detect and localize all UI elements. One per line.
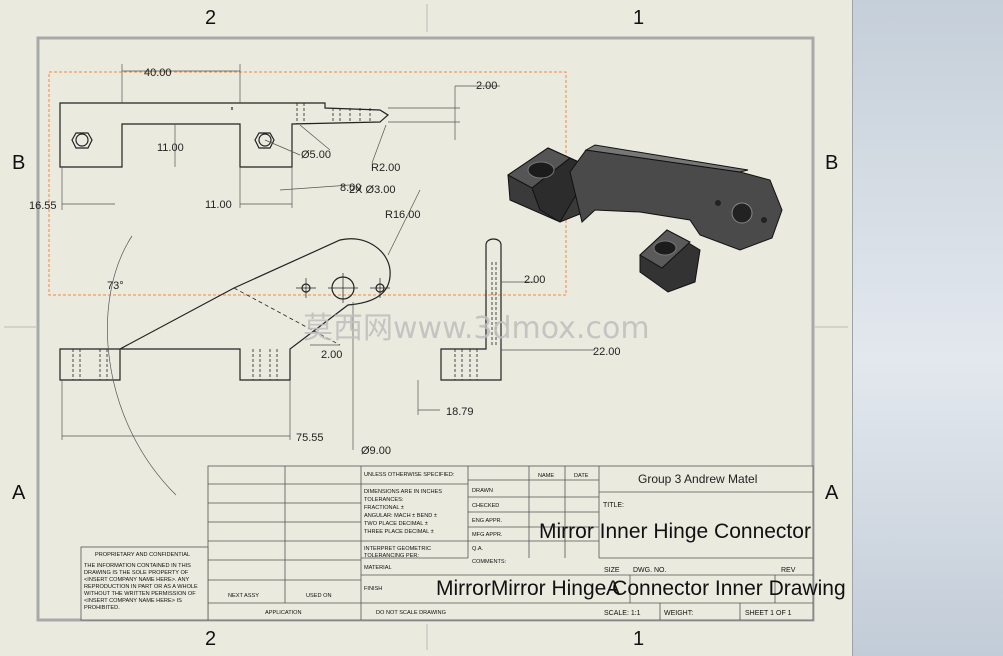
tb-material: MATERIAL — [364, 565, 392, 571]
zone-label-bottom-2: 2 — [205, 628, 217, 650]
tb-dims-0: DIMENSIONS ARE IN INCHES — [364, 489, 442, 495]
front-view-dimension-lines — [61, 189, 421, 496]
dim-40[interactable]: 40.00 — [144, 67, 172, 79]
zone-label-top-2: 2 — [205, 7, 217, 29]
tb-unless: UNLESS OTHERWISE SPECIFIED: — [364, 472, 455, 478]
prop-line-5: <INSERT COMPANY NAME HERE> IS — [84, 598, 182, 604]
tb-row-qa: Q.A. — [472, 546, 484, 552]
dim-2-side[interactable]: 2.00 — [524, 274, 545, 286]
prop-line-3: REPRODUCTION IN PART OR AS A WHOLE — [84, 584, 198, 590]
dim-r16[interactable]: R16.00 — [385, 209, 420, 221]
zone-label-left-a: A — [12, 482, 26, 504]
tb-row-eng-appr: ENG APPR. — [472, 518, 503, 524]
tb-dims-1: TOLERANCES: — [364, 497, 404, 503]
zone-label-bottom-1: 1 — [633, 628, 645, 650]
prop-heading: PROPRIETARY AND CONFIDENTIAL — [95, 552, 190, 558]
prop-line-0: THE INFORMATION CONTAINED IN THIS — [84, 563, 191, 569]
tb-rev-label: REV — [781, 567, 796, 574]
tb-next-assy: NEXT ASSY — [228, 593, 259, 599]
prop-line-2: <INSERT COMPANY NAME HERE>. ANY — [84, 577, 190, 583]
dim-8[interactable]: 8.00 — [340, 182, 361, 194]
tb-dims-2: FRACTIONAL ± — [364, 505, 404, 511]
front-view[interactable] — [59, 238, 391, 381]
side-view-dimension-lines — [417, 270, 595, 415]
dim-75-55[interactable]: 75.55 — [296, 432, 324, 444]
isometric-view[interactable] — [507, 144, 783, 293]
tb-dims-5: THREE PLACE DECIMAL ± — [364, 529, 434, 535]
task-pane-background — [852, 0, 1003, 656]
dim-2x-dia-3[interactable]: 2X Ø3.00 — [349, 184, 395, 196]
dim-dia-5[interactable]: Ø5.00 — [301, 149, 331, 161]
prop-line-1: DRAWING IS THE SOLE PROPERTY OF — [84, 570, 189, 576]
tb-size-label: SIZE — [604, 567, 620, 574]
tb-dwg-number[interactable]: MirrorMirror Hinge Connector Inner Drawi… — [436, 577, 846, 600]
tb-date-header: DATE — [574, 473, 589, 479]
dim-2-front[interactable]: 2.00 — [321, 349, 342, 361]
prop-line-6: PROHIBITED. — [84, 605, 120, 611]
zone-dividers — [4, 4, 848, 650]
tb-sheet: SHEET 1 OF 1 — [745, 610, 792, 617]
dim-18-79[interactable]: 18.79 — [446, 406, 474, 418]
tb-interpret-1: TOLERANCING PER: — [364, 553, 419, 559]
tb-dwg-label: DWG. NO. — [633, 567, 666, 574]
dim-22[interactable]: 22.00 — [593, 346, 621, 358]
zone-label-left-b: B — [12, 152, 26, 174]
tb-dims-4: TWO PLACE DECIMAL ± — [364, 521, 428, 527]
dim-angle-73[interactable]: 73° — [107, 280, 124, 292]
zone-label-right-b: B — [825, 152, 839, 174]
tb-dims-3: ANGULAR: MACH ± BEND ± — [364, 513, 437, 519]
tb-scale: SCALE: 1:1 — [604, 610, 641, 617]
view-selection-box[interactable] — [48, 71, 567, 296]
tb-do-not-scale: DO NOT SCALE DRAWING — [376, 610, 446, 616]
tb-finish: FINISH — [364, 586, 382, 592]
tb-title[interactable]: Mirror Inner Hinge Connector — [539, 520, 811, 543]
tb-used-on: USED ON — [306, 593, 332, 599]
dim-16-55[interactable]: 16.55 — [29, 200, 57, 212]
tb-row-comments: COMMENTS: — [472, 559, 507, 565]
prop-line-4: WITHOUT THE WRITTEN PERMISSION OF — [84, 591, 196, 597]
side-view[interactable] — [440, 238, 502, 381]
title-block-grid — [80, 465, 814, 621]
dim-11-vertical[interactable]: 11.00 — [157, 142, 184, 154]
tb-weight: WEIGHT: — [664, 610, 693, 617]
tb-interpret-0: INTERPRET GEOMETRIC — [364, 546, 431, 552]
tb-title-label: TITLE: — [603, 502, 624, 509]
top-view-dimension-lines — [61, 64, 500, 210]
tb-name-header: NAME — [538, 473, 554, 479]
dim-11-horizontal[interactable]: 11.00 — [205, 199, 232, 211]
tb-size-value: A — [606, 577, 620, 600]
tb-row-drawn: DRAWN — [472, 488, 493, 494]
top-view[interactable] — [59, 102, 390, 168]
dim-2-top[interactable]: 2.00 — [476, 80, 497, 92]
zone-label-right-a: A — [825, 482, 839, 504]
tb-application: APPLICATION — [265, 610, 302, 616]
tb-row-mfg-appr: MFG APPR. — [472, 532, 503, 538]
watermark: 莫西网www.3dmox.com — [303, 311, 650, 346]
tb-row-checked: CHECKED — [472, 503, 499, 509]
dim-r2[interactable]: R2.00 — [371, 162, 400, 174]
tb-company: Group 3 Andrew Matel — [638, 472, 757, 486]
zone-label-top-1: 1 — [633, 7, 645, 29]
dim-dia-9[interactable]: Ø9.00 — [361, 445, 391, 457]
